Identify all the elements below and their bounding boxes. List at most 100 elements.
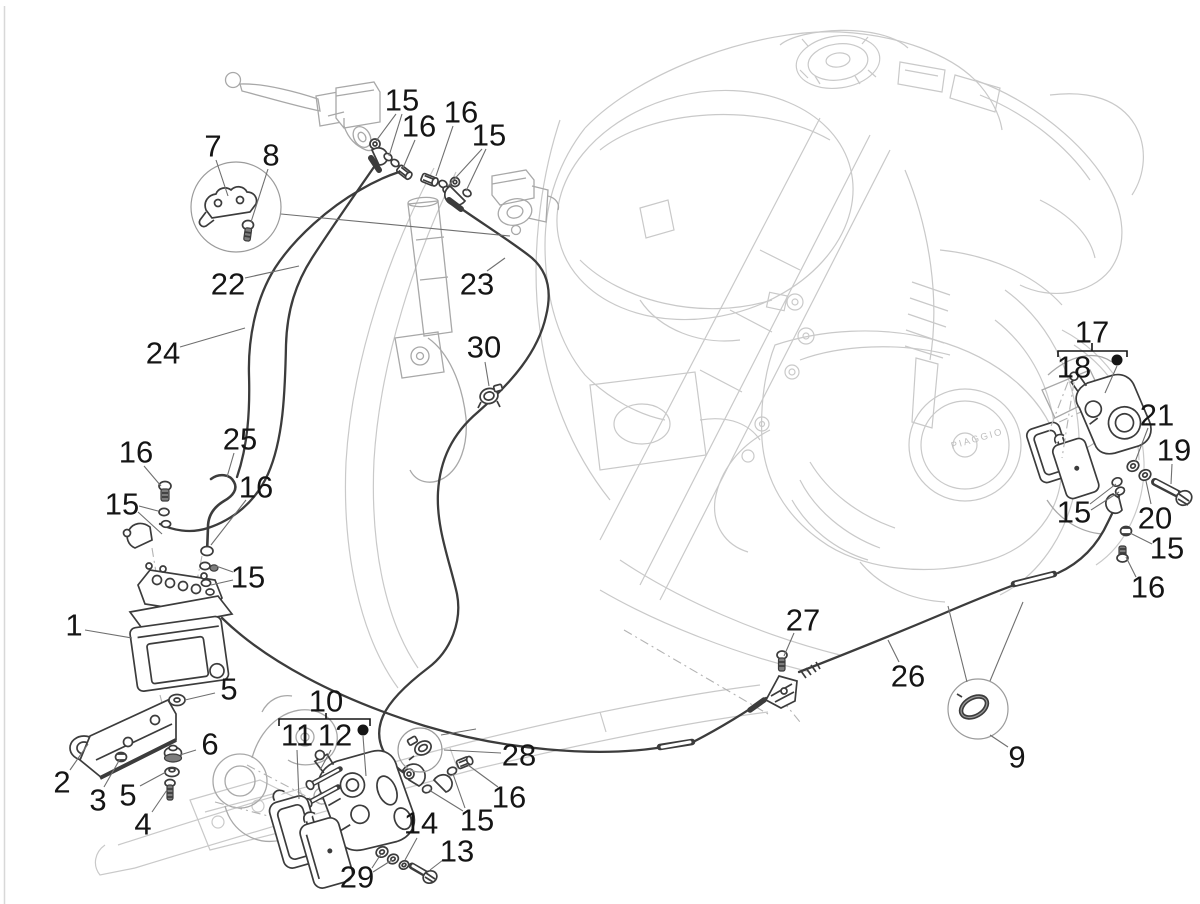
pipe-25: [205, 473, 237, 555]
leader-line: [989, 734, 1009, 748]
cable-spring: [800, 661, 821, 679]
leader-line: [402, 139, 416, 169]
part-label-27-31: 27: [786, 603, 820, 638]
brand-text: PIAGGIO: [950, 426, 1005, 451]
leader-line: [1089, 483, 1117, 505]
part-label-2-17: 2: [53, 765, 70, 800]
leader-line: [138, 505, 159, 512]
bracket-2: [69, 698, 177, 780]
part-label-15-27: 15: [460, 803, 494, 838]
part-label-4-20: 4: [134, 807, 151, 842]
part-label-19-37: 19: [1157, 433, 1191, 468]
screw-16-rear-pump: [420, 172, 439, 187]
part-label-16-41: 16: [1131, 570, 1165, 605]
bolt-16-left: [158, 480, 172, 502]
reference-dot-leader: [362, 735, 367, 777]
hose-24-abs-to-splitter: [235, 170, 401, 479]
screw-16-front-pump: [395, 164, 413, 181]
part-label-3-18: 3: [89, 783, 106, 818]
washer-21: [1126, 459, 1140, 473]
pad-pin-parts: [375, 845, 438, 885]
detail-bubbles: [190, 161, 1024, 773]
leader-line: [184, 692, 216, 701]
part-label-30-9: 30: [467, 330, 501, 365]
leader-line: [375, 113, 397, 142]
screw-8: [241, 219, 255, 242]
leader-line: [887, 639, 900, 663]
front-caliper-fittings: [401, 755, 474, 794]
screw-4: [164, 778, 176, 801]
brake-hoses: [158, 165, 1122, 778]
part-label-15-3: 15: [472, 118, 506, 153]
leader-line: [137, 511, 163, 535]
leader-line: [215, 565, 234, 573]
leader-line: [1170, 463, 1173, 485]
leader-dashdot: [1047, 381, 1069, 435]
leader-line: [465, 148, 487, 192]
front-caliper-body: [313, 749, 416, 852]
front-brake-pump: [224, 71, 381, 152]
group-bracket-17: [1057, 343, 1128, 357]
rear-brake-pump: [491, 169, 560, 236]
bubble-9: [947, 678, 1009, 740]
part-label-15-14: 15: [231, 560, 265, 595]
fuel-cap: [779, 29, 909, 90]
leader-line: [443, 749, 502, 754]
rear-pump-fittings: [420, 172, 472, 212]
front-fork: [394, 196, 467, 483]
part-label-1-15: 1: [65, 608, 82, 643]
part-label-13-29: 13: [440, 834, 474, 869]
leader-line: [1145, 480, 1152, 505]
leader-line: [452, 773, 466, 809]
rear-caliper-fittings: [1104, 476, 1133, 563]
rear-caliper-body: [1069, 371, 1152, 455]
part-label-16-1: 16: [402, 109, 436, 144]
leader-line: [429, 859, 444, 871]
leader-line: [210, 499, 247, 546]
part-label-10-22: 10: [309, 684, 343, 719]
part-label-5-19: 5: [119, 778, 136, 813]
hose-rear-line-under-floor: [220, 616, 659, 753]
engine-cover: PIAGGIO: [713, 330, 1062, 603]
part-label-6-21: 6: [201, 727, 218, 762]
rear-caliper-assembly: [1025, 371, 1193, 563]
leader-line: [69, 743, 89, 771]
leader-line: [467, 764, 499, 788]
leader-line: [244, 265, 300, 279]
part-label-22-6: 22: [211, 267, 245, 302]
leader-line: [447, 148, 483, 187]
assembly-reference-lines: [151, 404, 1107, 839]
leader-line: [215, 159, 229, 197]
leader-line: [84, 629, 133, 639]
abs-modulator: [128, 562, 234, 693]
part-label-16-26: 16: [492, 780, 526, 815]
front-brake-pads: [268, 789, 354, 889]
leader-line: [139, 771, 167, 787]
part-label-21-36: 21: [1140, 398, 1174, 433]
clamp-30: [477, 383, 504, 409]
leader-line: [1129, 532, 1153, 545]
part-label-15-39: 15: [1057, 495, 1091, 530]
hose-end-fitting: [126, 522, 153, 549]
leader-line: [371, 853, 382, 869]
leader-line: [143, 465, 162, 487]
bolt-16-caliper: [455, 755, 474, 770]
leader-line: [179, 327, 246, 348]
leader-line: [210, 579, 234, 586]
front-pump-fittings: [368, 138, 413, 181]
reference-dot-leader: [1104, 365, 1118, 394]
leader-line: [250, 168, 269, 223]
front-caliper-assembly: [268, 749, 474, 889]
caliper-bolts-11-12: [303, 766, 343, 809]
hose-26-to-rear-caliper: [797, 578, 1030, 674]
leader-line: [486, 257, 506, 272]
seal-ring-9: [956, 693, 990, 720]
bubble-28: [397, 727, 443, 773]
part-label-16-2: 16: [444, 95, 478, 130]
rear-shock: [904, 281, 951, 429]
part-label-11-23: 11: [281, 718, 313, 753]
rear-brake-pads: [1025, 421, 1100, 500]
leader-line: [319, 749, 332, 771]
